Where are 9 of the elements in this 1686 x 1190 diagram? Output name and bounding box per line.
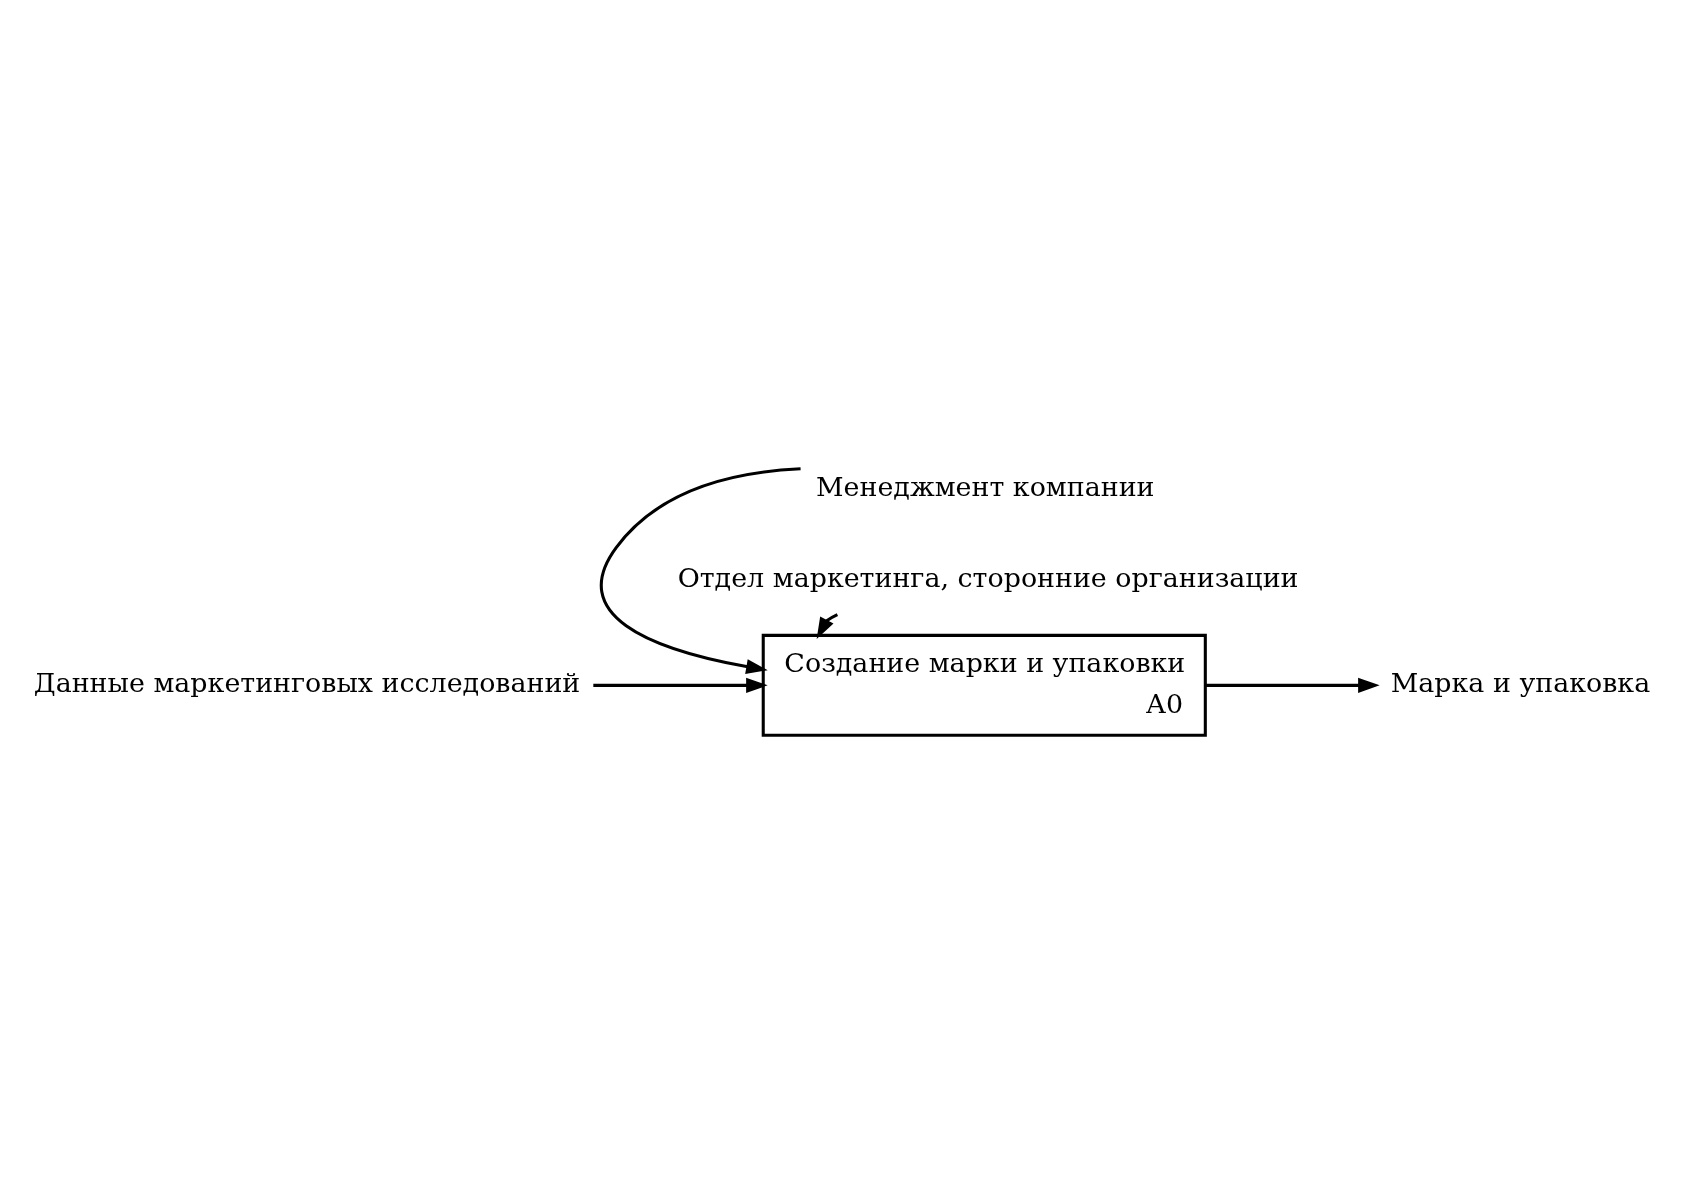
node-text: Менеджмент компании: [816, 471, 1155, 503]
node-text: Данные маркетинговых исследований: [33, 667, 581, 699]
arrow: [1205, 677, 1380, 693]
node-text: Марка и упаковка: [1390, 667, 1651, 699]
arrow: [593, 677, 768, 693]
arrow: [816, 613, 839, 640]
node-text: Отдел маркетинга, сторонние организации: [677, 561, 1299, 593]
node-box: Создание марки и упаковки А0: [761, 633, 1207, 737]
arrow: [600, 467, 801, 675]
